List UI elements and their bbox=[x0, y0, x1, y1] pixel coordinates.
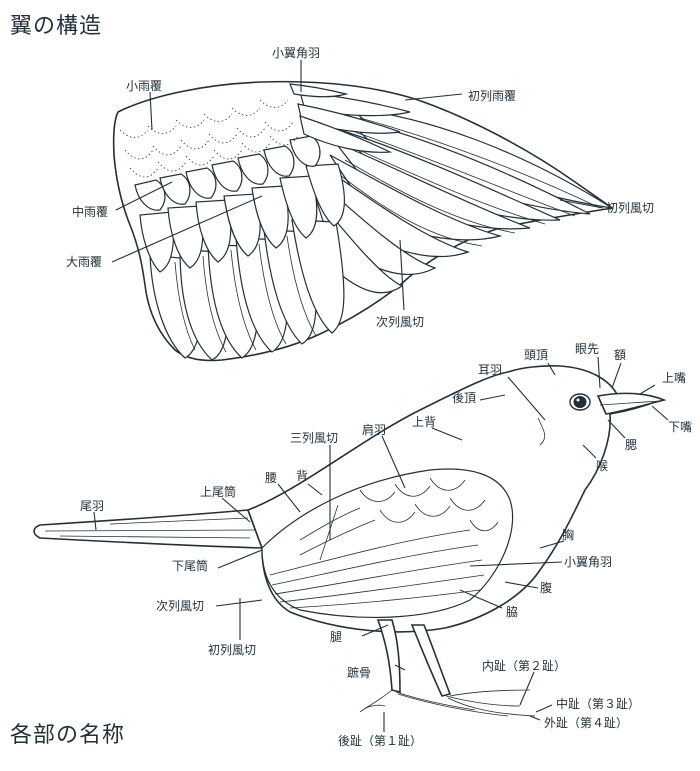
label-uppertail-coverts: 上尾筒 bbox=[200, 484, 236, 499]
label-rump: 腰 bbox=[265, 471, 277, 485]
label-inner-toe: 内趾（第２趾） bbox=[482, 659, 566, 673]
median-covert-feathers bbox=[134, 135, 321, 211]
label-breast: 胸 bbox=[562, 527, 574, 542]
label-tarsus: 蹠骨 bbox=[347, 665, 371, 680]
label-flank: 脇 bbox=[506, 605, 518, 619]
label-lesser-coverts: 小雨覆 bbox=[126, 79, 162, 93]
label-back: 背 bbox=[296, 469, 308, 483]
label-forehead: 額 bbox=[614, 348, 626, 362]
body-parts-title: 各部の名称 bbox=[10, 723, 126, 748]
label-body-alula: 小翼角羽 bbox=[564, 555, 612, 569]
label-wing-primaries: 初列風切 bbox=[606, 201, 654, 215]
label-nape: 後頂 bbox=[452, 391, 476, 405]
label-upper-mandible: 上嘴 bbox=[662, 371, 686, 385]
beak bbox=[596, 392, 667, 415]
lesser-covert-feathers bbox=[119, 99, 299, 178]
label-scapulars: 肩羽 bbox=[362, 422, 386, 437]
label-greater-coverts: 大雨覆 bbox=[66, 255, 102, 269]
greater-covert-feathers bbox=[139, 163, 345, 273]
label-middle-toe: 中趾（第３趾） bbox=[556, 696, 640, 711]
label-body-primaries: 初列風切 bbox=[208, 643, 256, 657]
legs bbox=[359, 619, 536, 717]
label-primary-coverts: 初列雨覆 bbox=[468, 89, 516, 103]
label-lower-mandible: 下嘴 bbox=[668, 420, 692, 434]
eye-pupil bbox=[573, 396, 587, 408]
primary-feathers bbox=[314, 107, 613, 294]
secondary-feathers bbox=[149, 219, 345, 361]
label-tertials: 三列風切 bbox=[290, 431, 338, 445]
label-outer-toe: 外趾（第４趾） bbox=[544, 716, 628, 730]
label-mantle: 上背 bbox=[412, 415, 436, 429]
label-hind-toe: 後趾（第１趾） bbox=[338, 734, 422, 748]
label-throat: 喉 bbox=[596, 459, 608, 473]
label-chin: 腮 bbox=[625, 438, 637, 452]
wing-structure-title: 翼の構造 bbox=[10, 14, 103, 39]
label-thigh: 腿 bbox=[330, 630, 342, 644]
body-leader-lines bbox=[93, 356, 669, 732]
label-wing-alula: 小翼角羽 bbox=[272, 46, 320, 60]
body-labels: 頭頂 眼先 額 上嘴 下嘴 耳羽 後頂 腮 上背 肩羽 三列風切 喉 背 腰 上… bbox=[80, 342, 692, 748]
label-ear-coverts: 耳羽 bbox=[478, 363, 502, 377]
label-crown: 頭頂 bbox=[524, 348, 548, 362]
bird-drawing bbox=[33, 365, 667, 717]
body-flight-feathers bbox=[269, 504, 485, 609]
body-covert-feathers bbox=[359, 477, 499, 532]
label-undertail-coverts: 下尾筒 bbox=[172, 558, 208, 573]
label-median-coverts: 中雨覆 bbox=[72, 204, 108, 219]
wing-labels: 小翼角羽 小雨覆 初列雨覆 中雨覆 初列風切 大雨覆 次列風切 bbox=[66, 46, 654, 329]
wing-leader-lines bbox=[111, 60, 604, 311]
label-body-secondaries: 次列風切 bbox=[156, 599, 204, 613]
tail-outline bbox=[33, 509, 264, 549]
label-lore: 眼先 bbox=[575, 342, 599, 356]
label-wing-secondaries: 次列風切 bbox=[376, 315, 424, 329]
label-belly: 腹 bbox=[540, 581, 552, 595]
wing-drawing bbox=[112, 80, 614, 362]
primary-covert-feathers bbox=[289, 83, 411, 153]
label-tail: 尾羽 bbox=[80, 499, 104, 513]
